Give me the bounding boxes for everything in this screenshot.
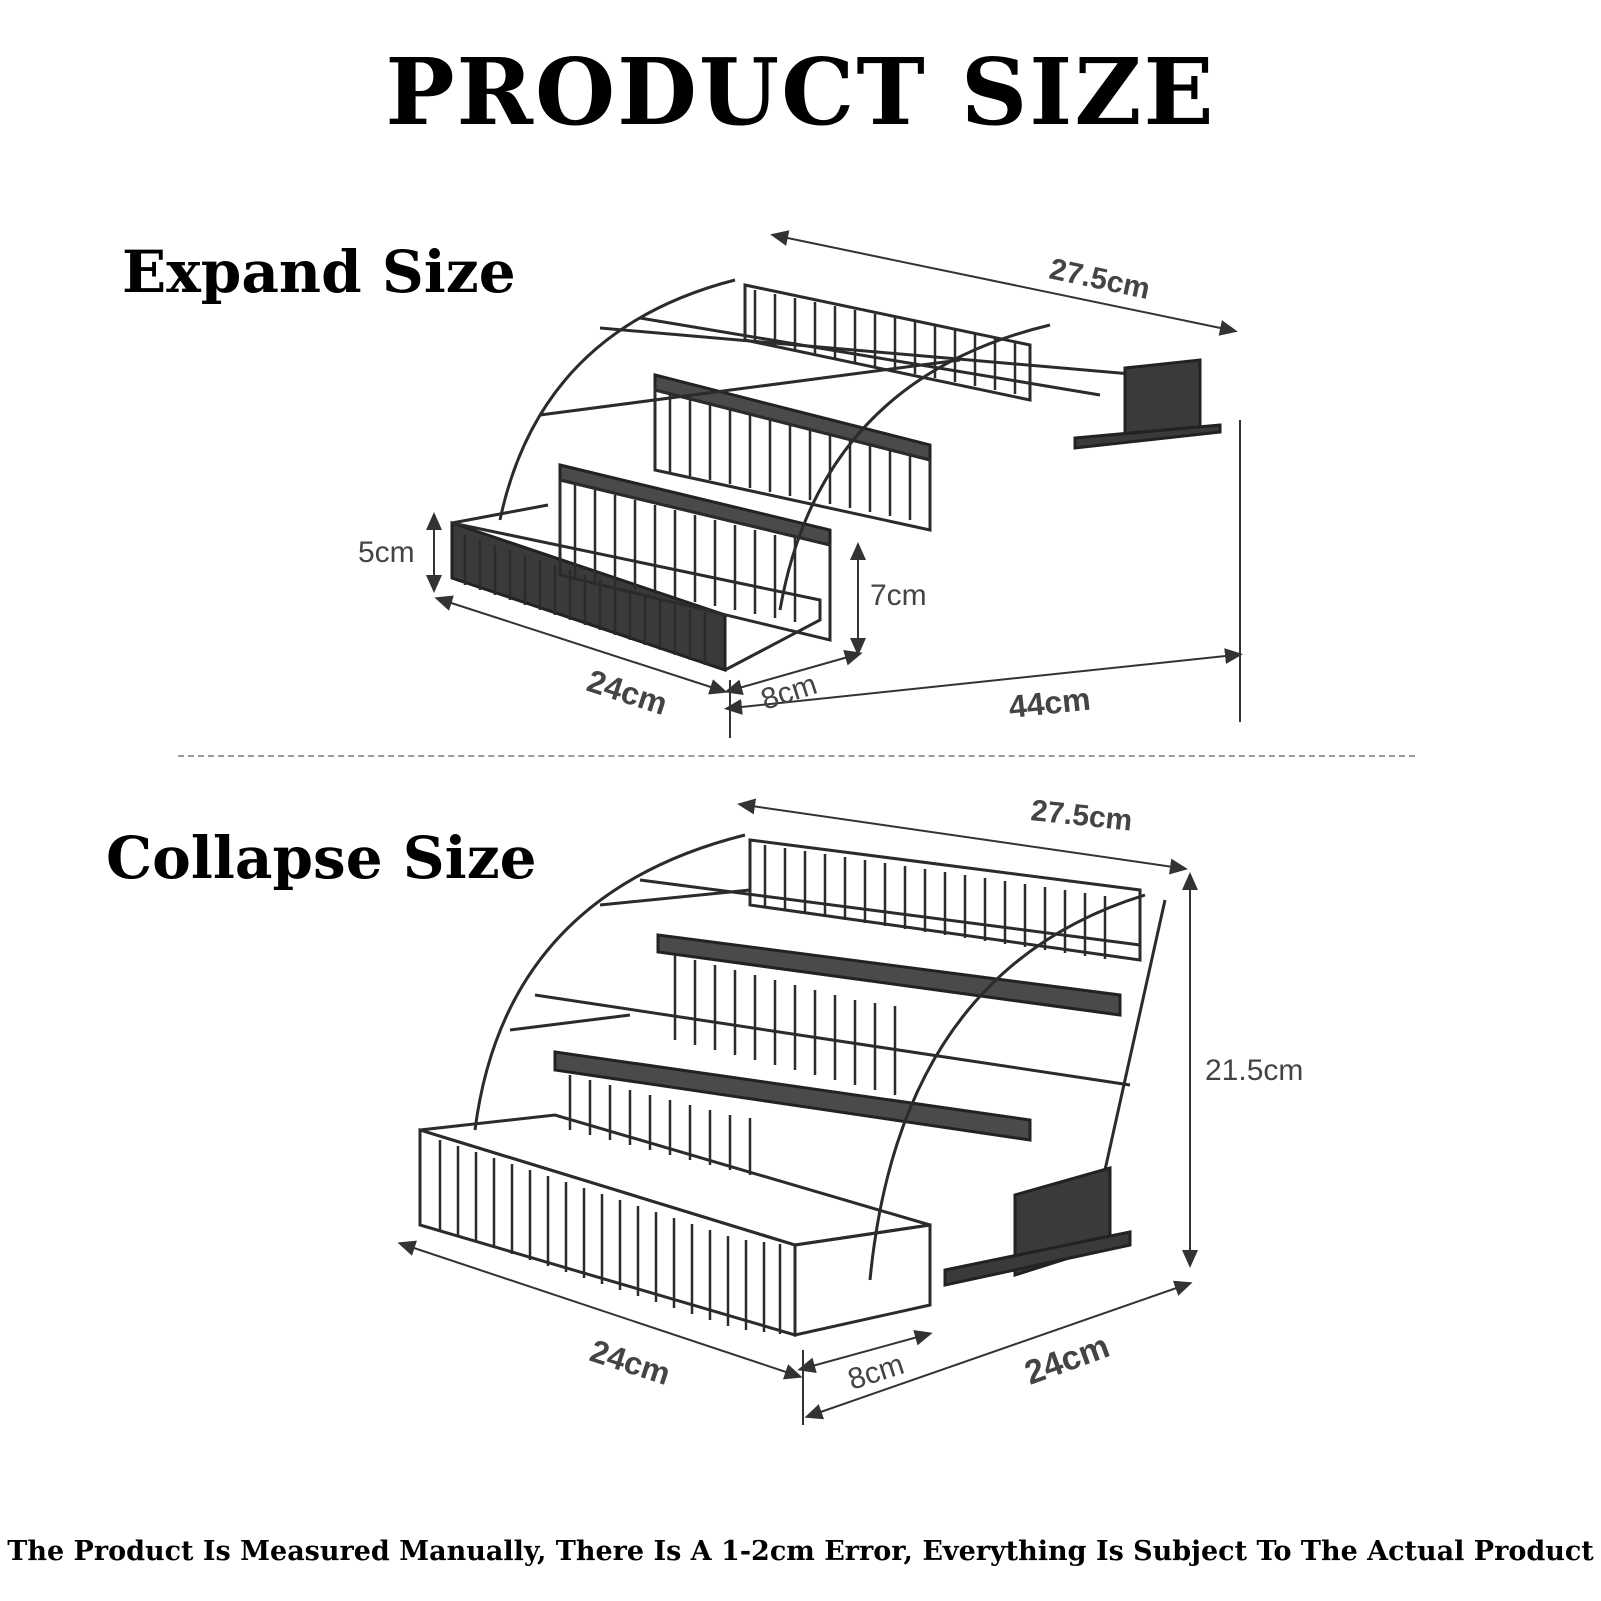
expand-top-width-label: 27.5cm — [1047, 253, 1153, 306]
collapsed-spice-rack-icon — [418, 833, 1167, 1338]
expand-depth-label: 24cm — [583, 662, 672, 722]
expand-tier-height-label: 5cm — [358, 536, 415, 569]
expand-step-height-label: 7cm — [870, 579, 927, 612]
measurement-disclaimer: The Product Is Measured Manually, There … — [7, 1536, 1594, 1567]
collapse-size-heading: Collapse Size — [106, 824, 537, 892]
collapse-top-width-label: 27.5cm — [1029, 794, 1134, 837]
expand-total-depth-label: 44cm — [1007, 681, 1092, 725]
page-title: PRODUCT SIZE — [385, 38, 1216, 146]
collapse-depth-label: 24cm — [586, 1332, 675, 1392]
section-divider — [178, 755, 1415, 757]
expand-size-heading: Expand Size — [122, 238, 516, 306]
collapse-height-label: 21.5cm — [1205, 1054, 1303, 1087]
expand-step-depth-label: 8cm — [757, 668, 821, 717]
